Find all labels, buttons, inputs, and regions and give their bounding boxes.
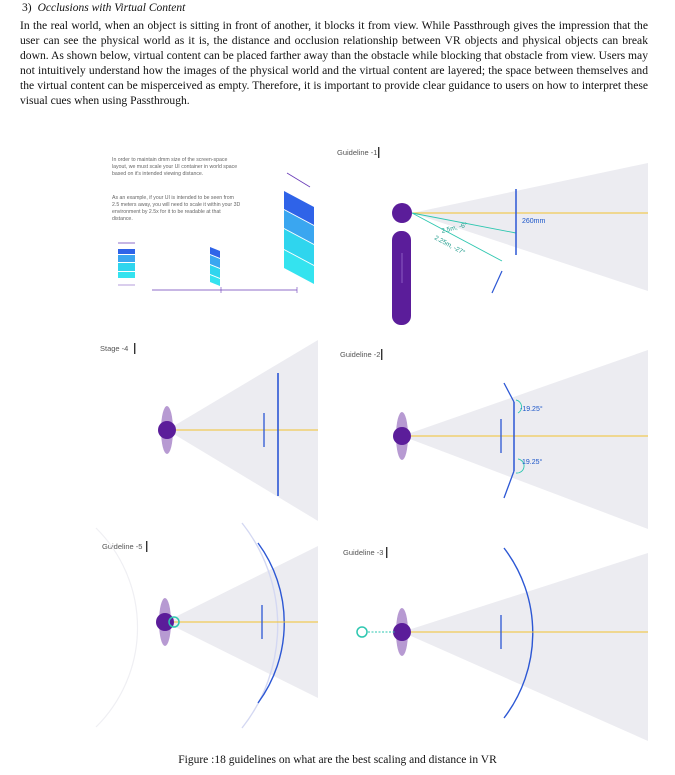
scaling-text-2-box: As an example, if your UI is intended to… [112,195,241,222]
view-cone-3 [402,553,648,741]
figure-caption: Figure :18 guidelines on what are the be… [178,754,497,766]
guideline-3-label: Guideline -3 [343,548,383,557]
guideline-1-distance-2: 2.25m, -27° [433,234,467,257]
guideline-1-dim: 260mm [522,218,546,225]
user-head-2 [393,427,411,445]
body-paragraph: In the real world, when an object is sit… [20,19,648,107]
figure-composite: In order to maintain dmm size of the scr… [92,143,648,741]
panel-stage-4: Stage -4 [100,340,318,521]
scaling-text-1: In order to maintain dmm size of the scr… [112,157,238,177]
guideline-1-label: Guideline -1 [337,148,377,157]
view-cone-2 [402,350,648,529]
ui-layer-small-4 [118,272,135,278]
panel-guideline-3: Guideline -3 [343,547,648,741]
guideline-5-label: Guideline -5 [102,542,142,551]
stage-4-label: Stage -4 [100,344,128,353]
user-head-3 [393,623,411,641]
content-arc-5 [257,542,285,704]
guideline-2-label: Guideline -2 [340,350,380,359]
user-head-4 [158,421,176,439]
scaling-text-2: As an example, if your UI is intended to… [112,195,241,222]
view-cone-1 [412,163,648,291]
figure-svg: In order to maintain dmm size of the scr… [95,147,648,741]
scaling-text-1-box: In order to maintain dmm size of the scr… [112,157,238,177]
person-head [392,203,412,223]
panel-guideline-1: Guideline -1 260mm 2.5m, -6° 2.25m, -27° [337,147,648,325]
section-heading: 3) Occlusions with Virtual Content [22,2,185,14]
ui-stack-large [284,191,314,284]
sight-ray-1 [411,212,517,234]
ui-layer-small-1 [118,249,135,254]
panel-guideline-2: Guideline -2 -19.25° 19.25° [340,349,648,529]
sight-ray-2 [411,212,503,262]
panel-ui-scaling: In order to maintain dmm size of the scr… [112,157,314,293]
ui-layer-small-3 [118,263,135,271]
panel-guideline-5: Guideline -5 [95,522,318,729]
large-stack-dimension [286,172,311,188]
near-target-3 [356,626,368,638]
guideline-2-angle-down: 19.25° [522,458,543,466]
near-target-5 [168,616,180,628]
guideline-2-angle-up: -19.25° [520,405,543,413]
section-title: Occlusions with Virtual Content [37,2,186,14]
content-arc-3 [503,547,534,719]
ui-stack-mid [210,247,220,287]
section-number: 3) [22,2,32,14]
ui-layer-small-2 [118,255,135,262]
user-head-5 [156,613,174,631]
